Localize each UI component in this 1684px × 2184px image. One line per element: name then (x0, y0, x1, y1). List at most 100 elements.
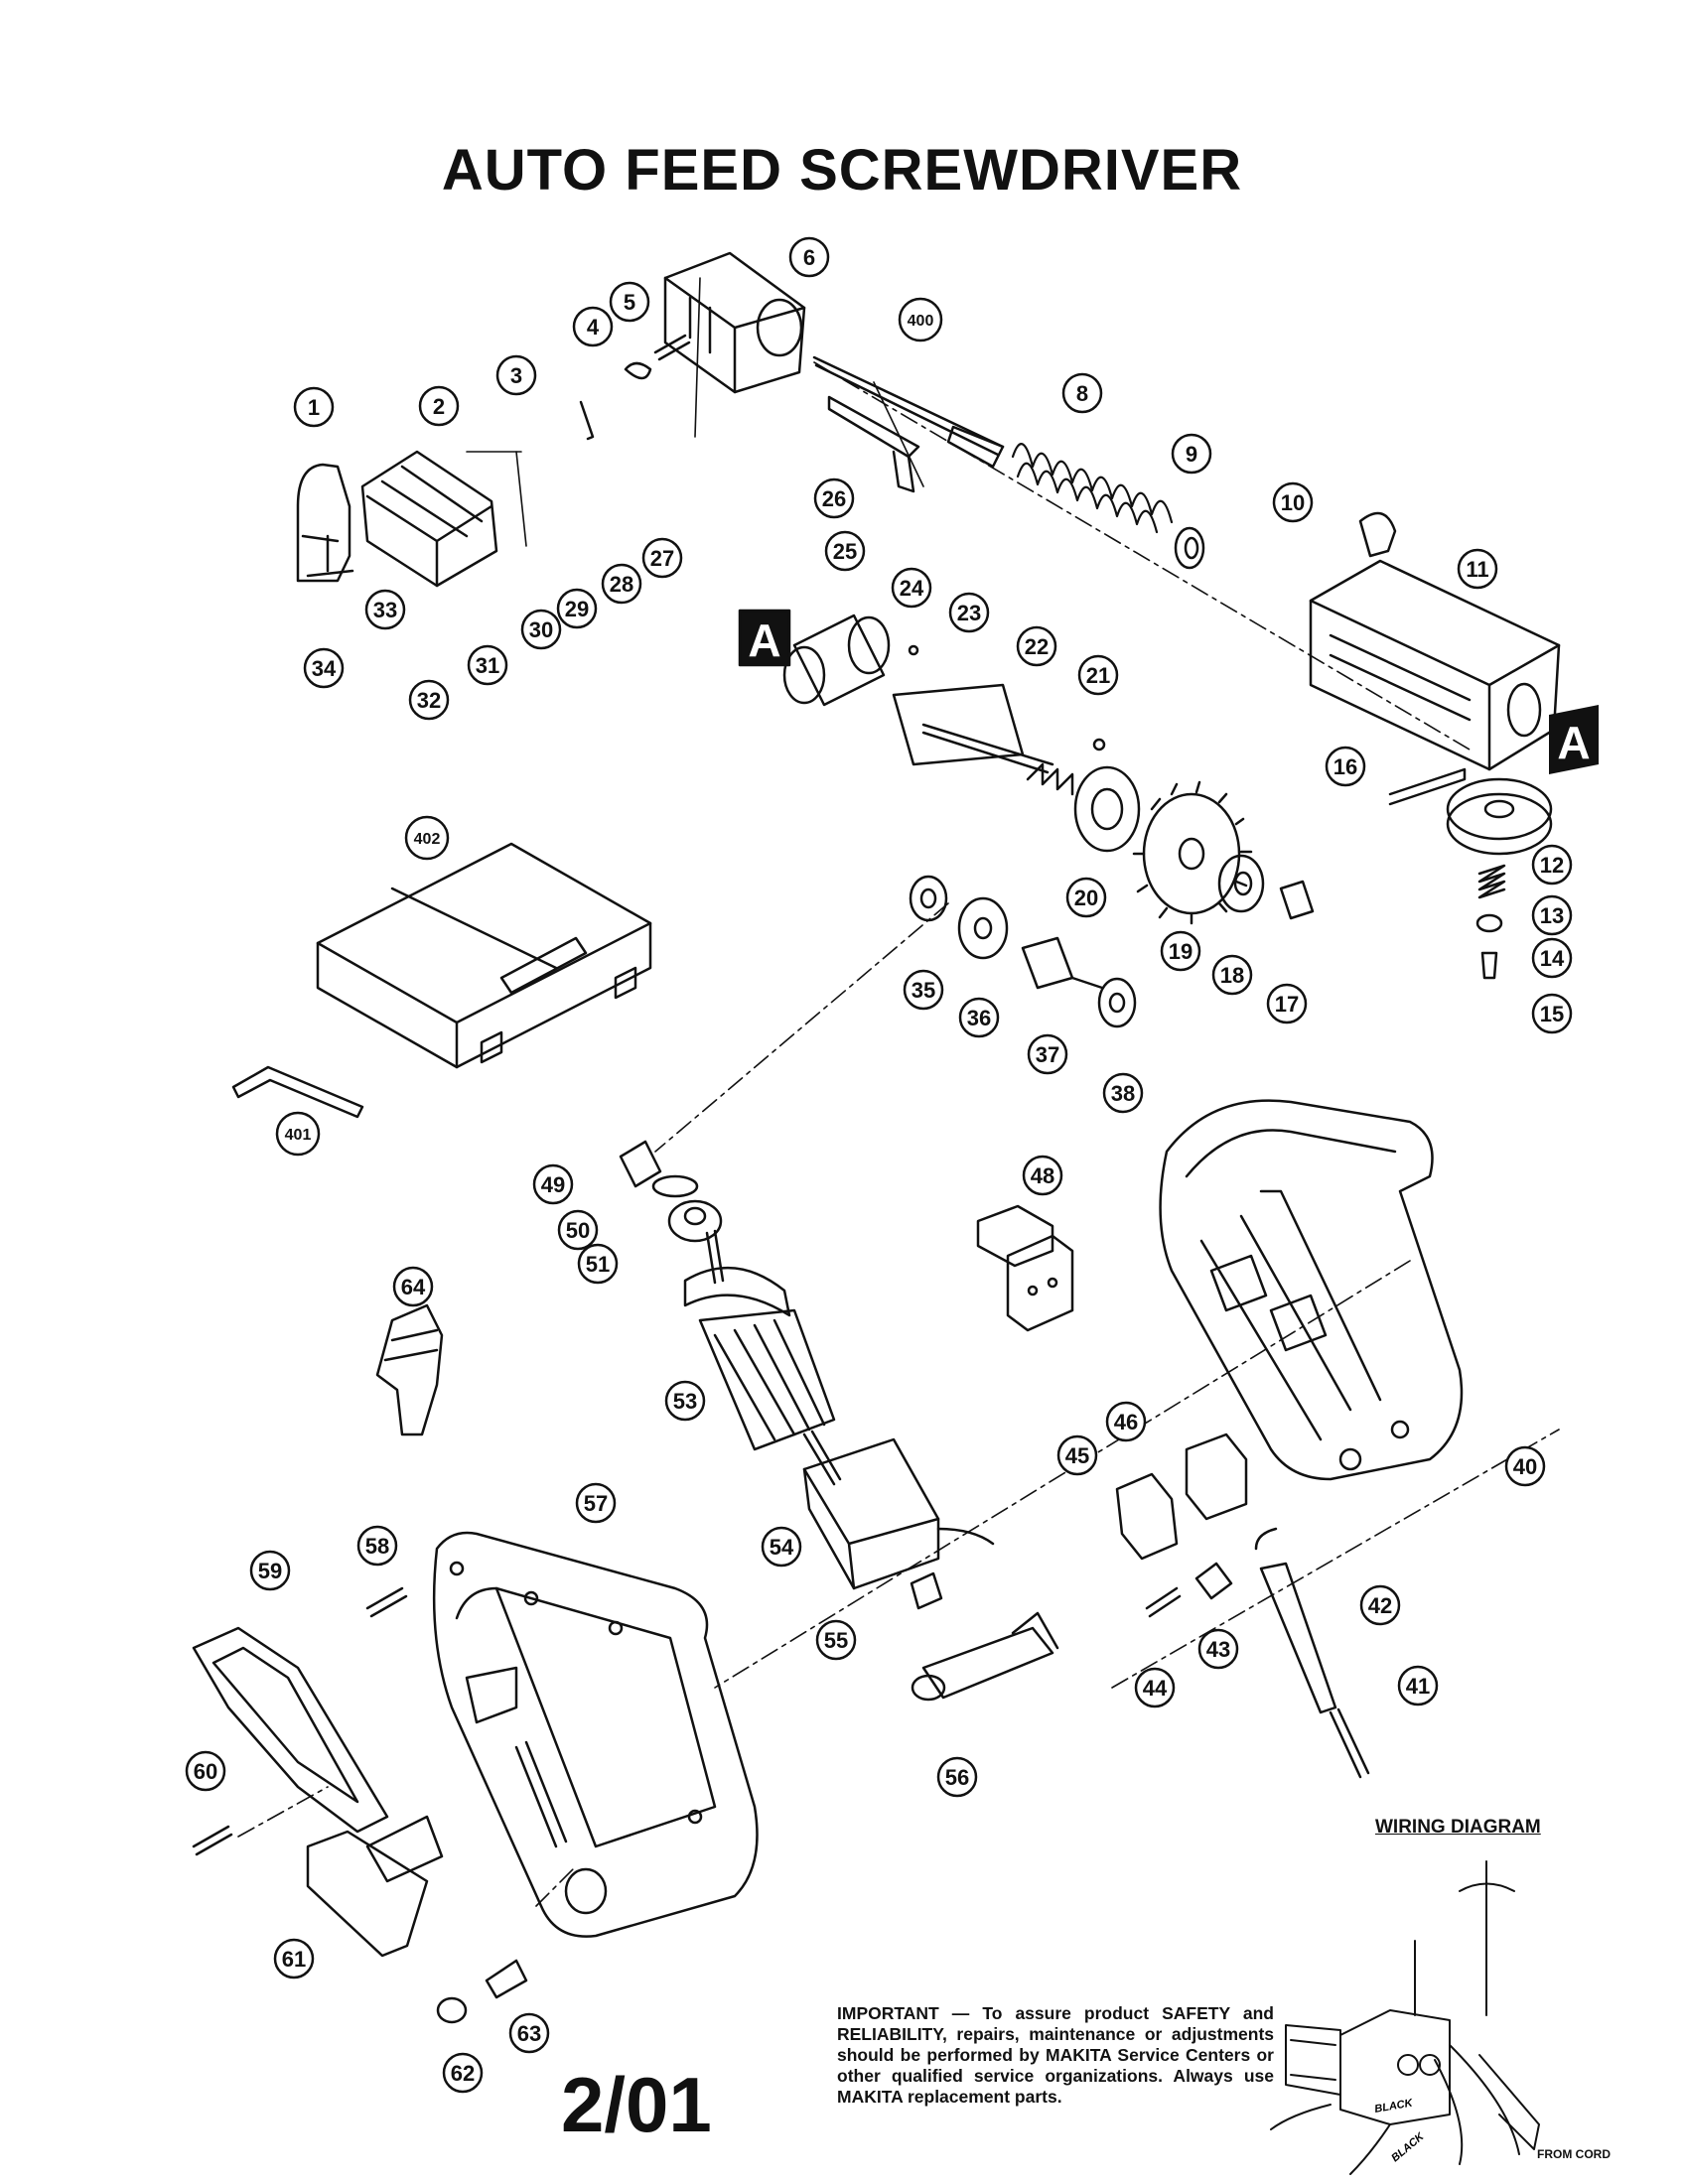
part-knob (1358, 511, 1397, 558)
callout-18: 18 (1211, 954, 1253, 996)
callout-circle (392, 1266, 434, 1307)
callout-33: 33 (364, 589, 406, 630)
callout-circle (824, 530, 866, 572)
callout-circle (1504, 1445, 1546, 1487)
callout-1: 1 (293, 386, 335, 428)
part-screw-60 (192, 1825, 233, 1856)
callout-circle (1134, 1667, 1176, 1708)
callout-circle (1266, 983, 1308, 1024)
part-clutch-cam (1073, 765, 1141, 853)
callout-circle (532, 1163, 574, 1205)
callout-11: 11 (1457, 548, 1498, 590)
part-oring-50 (651, 1174, 699, 1198)
callout-number: 40 (1513, 1454, 1537, 1479)
callout-number: 58 (365, 1534, 389, 1559)
part-clip-64 (375, 1303, 444, 1436)
callout-number: 10 (1281, 490, 1305, 515)
callout-63: 63 (508, 2012, 550, 2054)
page-code: 2/01 (561, 2061, 712, 2148)
callout-number: 26 (822, 486, 846, 511)
callout-number: 12 (1540, 853, 1564, 878)
callout-number: 400 (908, 313, 934, 330)
callout-number: 64 (401, 1275, 426, 1299)
callout-circle (1531, 993, 1573, 1034)
callout-32: 32 (408, 679, 450, 721)
callout-circle (609, 281, 650, 323)
callout-400: 400 (898, 297, 943, 342)
callout-number: 32 (417, 688, 441, 713)
part-cord (1329, 1707, 1370, 1779)
callout-circle (958, 997, 1000, 1038)
callout-number: 55 (824, 1628, 848, 1653)
part-switch (976, 1204, 1074, 1332)
callout-circle (1531, 844, 1573, 886)
callout-circle (1397, 1665, 1439, 1706)
callout-number: 50 (566, 1218, 590, 1243)
callout-50: 50 (557, 1209, 599, 1251)
callout-number: 38 (1111, 1081, 1135, 1106)
part-head-block (663, 251, 806, 394)
callout-60: 60 (185, 1750, 226, 1792)
callout-40: 40 (1504, 1445, 1546, 1487)
callout-55: 55 (815, 1619, 857, 1661)
callout-circle (1102, 1072, 1144, 1114)
callout-circle (1197, 1628, 1239, 1670)
callout-61: 61 (273, 1938, 315, 1979)
callout-number: 5 (624, 290, 635, 315)
callout-51: 51 (577, 1243, 619, 1285)
callout-16: 16 (1325, 746, 1366, 787)
callout-54: 54 (761, 1526, 802, 1568)
callout-58: 58 (356, 1525, 398, 1567)
part-holder-55 (910, 1571, 943, 1610)
callout-number: 57 (584, 1491, 608, 1516)
callout-20: 20 (1065, 877, 1107, 918)
callout-number: 56 (945, 1765, 969, 1790)
callout-number: 62 (451, 2061, 475, 2086)
callout-23: 23 (948, 592, 990, 633)
callout-15: 15 (1531, 993, 1573, 1034)
callout-circle (273, 1938, 315, 1979)
part-bearing-51 (667, 1199, 723, 1243)
callout-circle (467, 644, 508, 686)
part-housing-right (1159, 1099, 1464, 1481)
part-spring-13 (1477, 864, 1506, 899)
wiring-diagram-title: WIRING DIAGRAM (1375, 1817, 1541, 1838)
callout-circle (936, 1756, 978, 1798)
callout-31: 31 (467, 644, 508, 686)
callout-number: 36 (967, 1006, 991, 1030)
callout-24: 24 (891, 567, 932, 609)
callout-number: 8 (1076, 381, 1088, 406)
part-trigger-plate (192, 1626, 389, 1834)
callout-5: 5 (609, 281, 650, 323)
callout-402: 402 (404, 815, 450, 861)
callout-number: 1 (308, 395, 320, 420)
part-knob-62 (436, 1996, 468, 2024)
callout-circle (813, 478, 855, 519)
callout-number: 13 (1540, 903, 1564, 928)
callout-circle (1359, 1584, 1401, 1626)
callout-30: 30 (520, 609, 562, 650)
callout-3: 3 (495, 354, 537, 396)
callout-number: 25 (833, 539, 857, 564)
callout-34: 34 (303, 647, 345, 689)
callout-number: 16 (1333, 754, 1357, 779)
callout-number: 15 (1540, 1002, 1564, 1026)
part-bearing-18 (1217, 854, 1265, 913)
callout-circle (1272, 481, 1314, 523)
callout-circle (1160, 930, 1201, 972)
part-gear-19 (1132, 780, 1253, 925)
callout-number: 33 (373, 598, 397, 622)
part-clip (624, 361, 652, 380)
leader-lines (237, 277, 1560, 1907)
callout-circle (1531, 894, 1573, 936)
callout-number: 28 (610, 572, 633, 597)
callout-circle (891, 567, 932, 609)
callout-48: 48 (1022, 1155, 1063, 1196)
callout-number: 9 (1186, 442, 1197, 467)
callout-number: 34 (312, 656, 337, 681)
callout-number: 27 (650, 546, 674, 571)
callout-number: 42 (1368, 1593, 1392, 1618)
